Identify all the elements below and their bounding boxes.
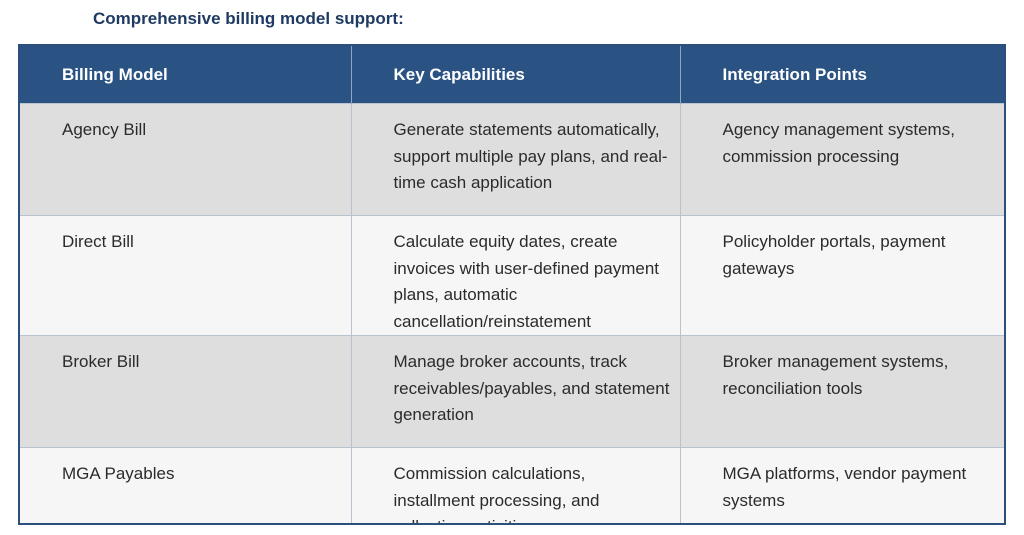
table-row: Broker Bill Manage broker accounts, trac… — [20, 335, 1004, 448]
cell-billing-model: Broker Bill — [20, 335, 352, 448]
cell-integration-points: MGA platforms, vendor payment systems — [680, 447, 1004, 523]
cell-key-capabilities: Generate statements automatically, suppo… — [351, 103, 681, 216]
table-header-row: Billing Model Key Capabilities Integrati… — [20, 46, 1004, 104]
column-header-integration-points: Integration Points — [680, 46, 1004, 104]
column-header-key-capabilities: Key Capabilities — [351, 46, 681, 104]
table-row: Direct Bill Calculate equity dates, crea… — [20, 215, 1004, 336]
table-row: Agency Bill Generate statements automati… — [20, 103, 1004, 216]
billing-model-table: Billing Model Key Capabilities Integrati… — [18, 44, 1006, 525]
cell-key-capabilities: Manage broker accounts, track receivable… — [351, 335, 681, 448]
table-row: MGA Payables Commission calculations, in… — [20, 447, 1004, 523]
cell-billing-model: Direct Bill — [20, 215, 352, 336]
cell-key-capabilities: Commission calculations, installment pro… — [351, 447, 681, 523]
cell-key-capabilities: Calculate equity dates, create invoices … — [351, 215, 681, 336]
cell-integration-points: Broker management systems, reconciliatio… — [680, 335, 1004, 448]
cell-billing-model: MGA Payables — [20, 447, 352, 523]
column-header-billing-model: Billing Model — [20, 46, 352, 104]
cell-integration-points: Agency management systems, commission pr… — [680, 103, 1004, 216]
cell-integration-points: Policyholder portals, payment gateways — [680, 215, 1004, 336]
cell-billing-model: Agency Bill — [20, 103, 352, 216]
section-heading: Comprehensive billing model support: — [93, 9, 404, 28]
